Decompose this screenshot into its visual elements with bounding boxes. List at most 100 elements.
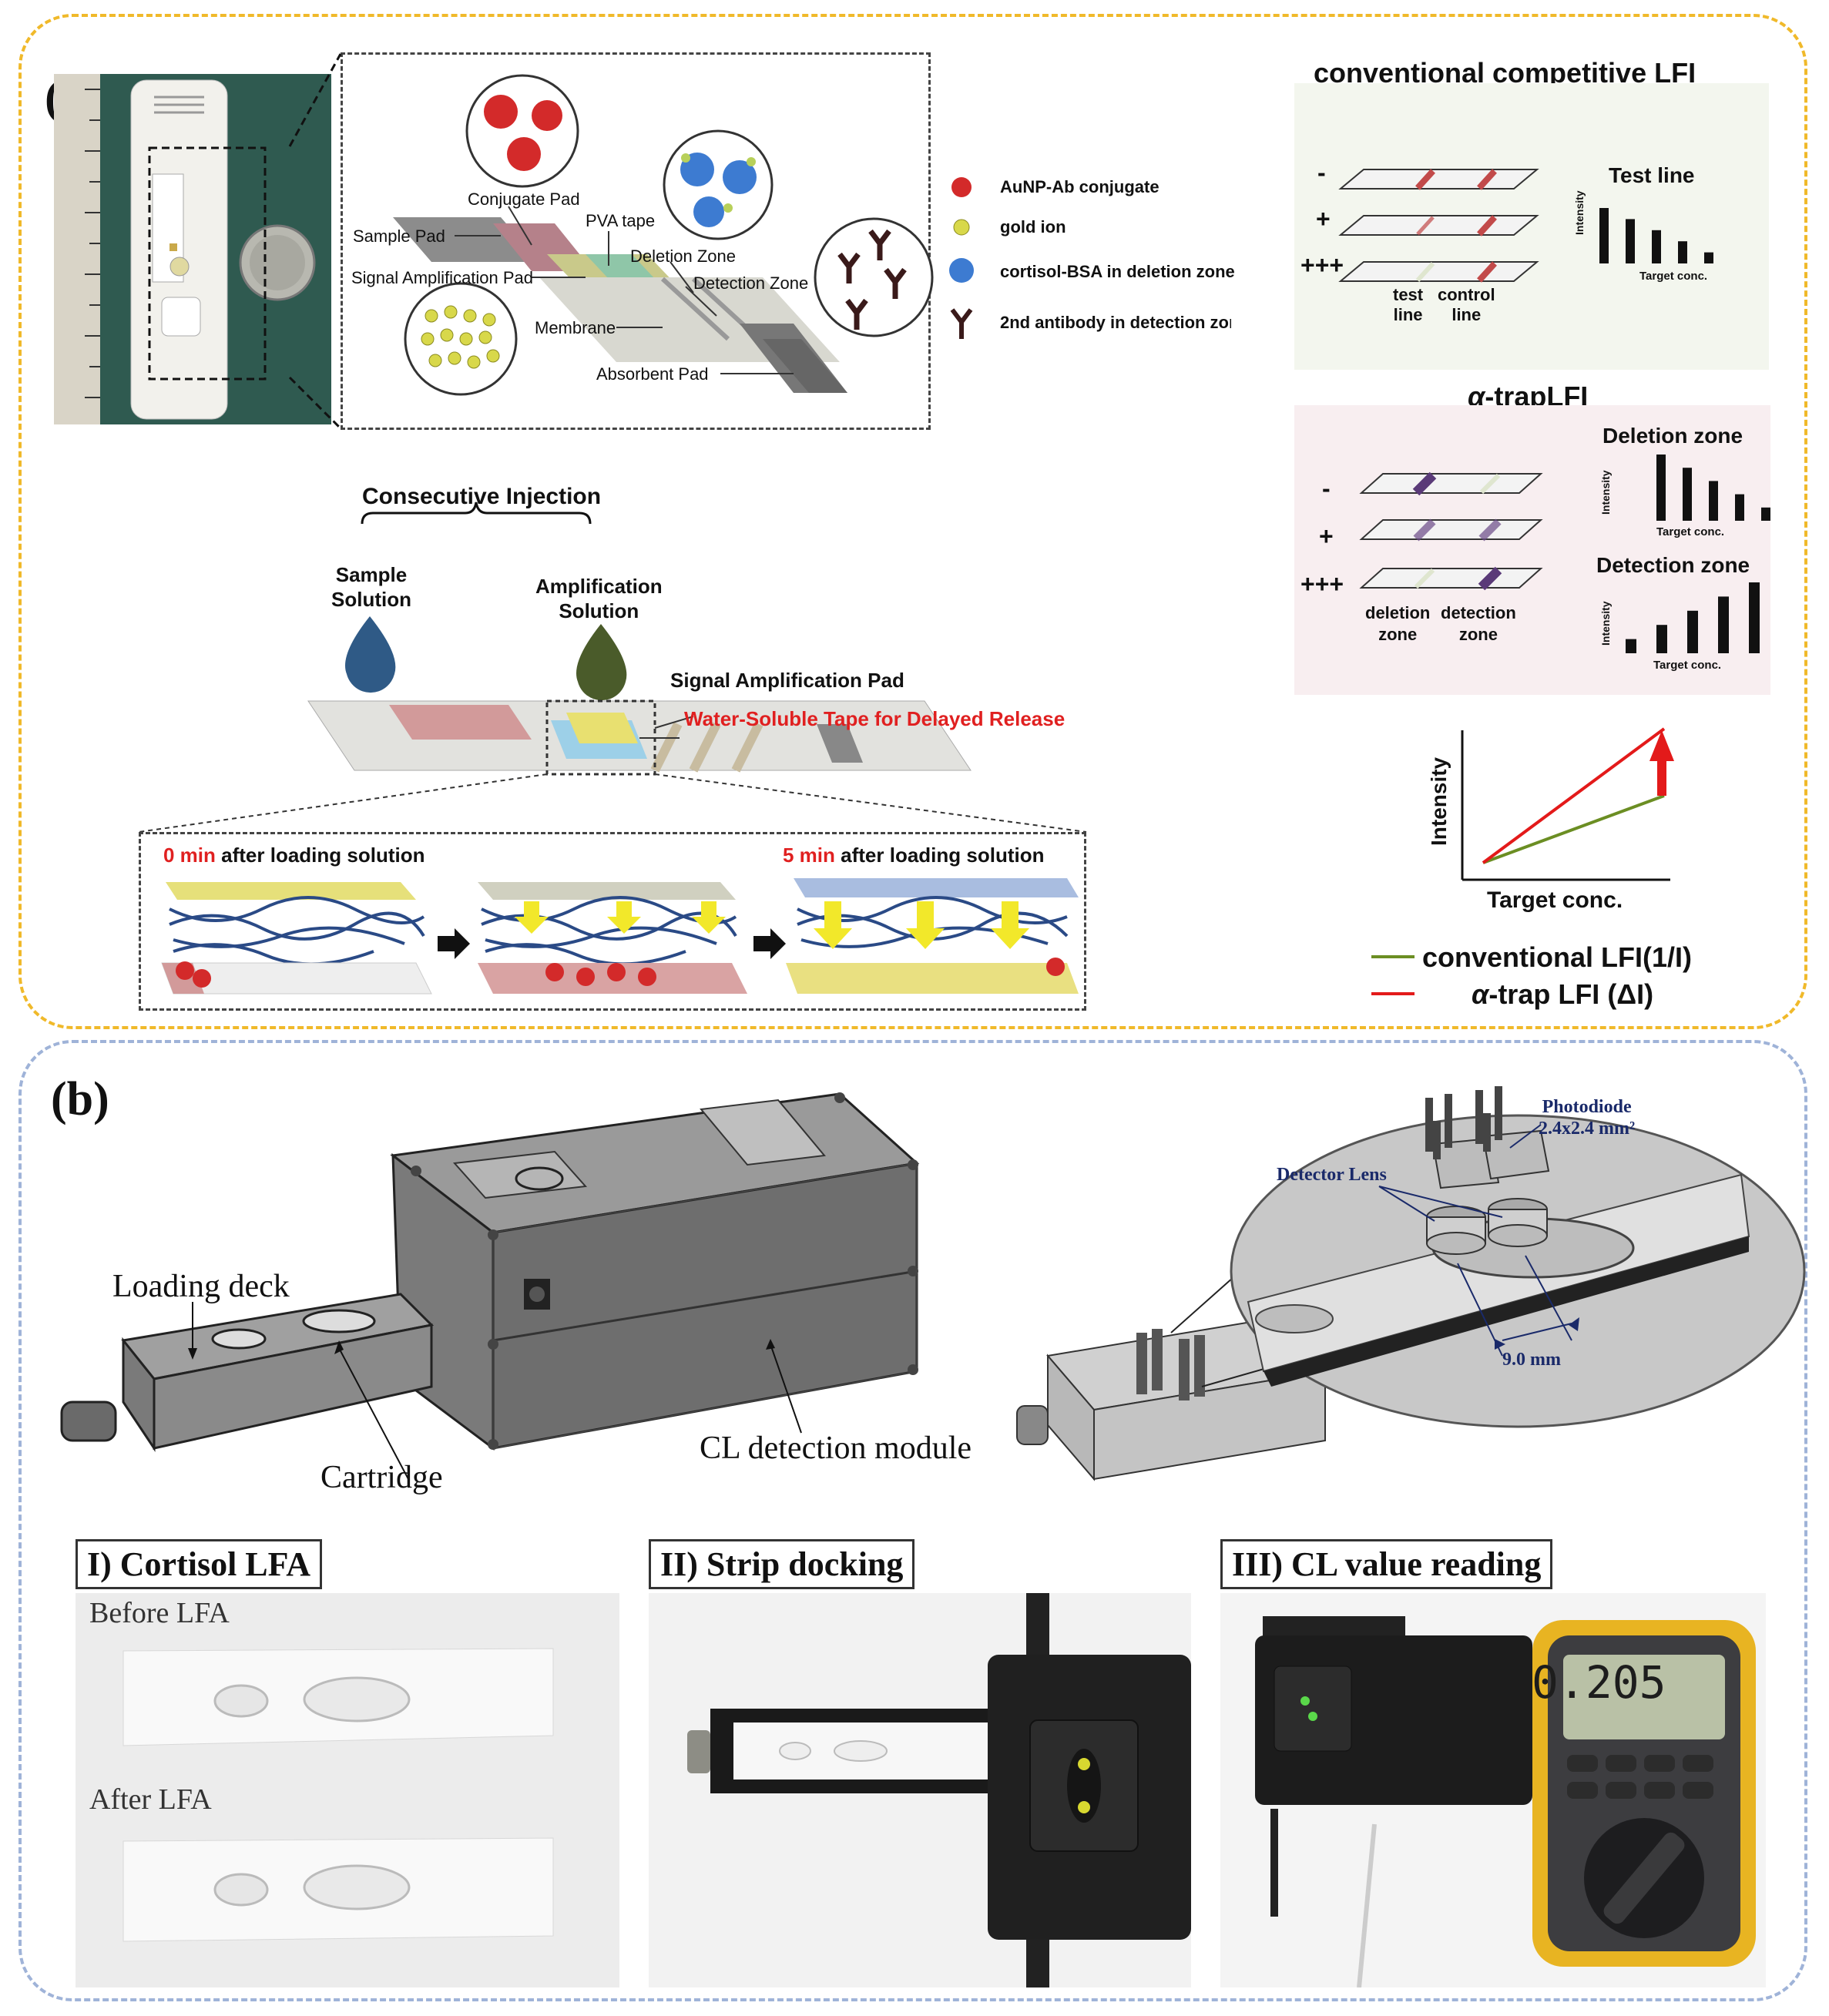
deletion-bar-2	[1709, 481, 1718, 521]
conv-control-line-label: control line	[1438, 285, 1495, 324]
detection-bar-3	[1718, 596, 1729, 653]
t0-time: 0 min	[163, 844, 216, 867]
antibody-zoom-circle	[814, 217, 934, 337]
conv-chart-xlabel: Target conc.	[1639, 270, 1708, 283]
membrane-label: Membrane	[535, 318, 616, 337]
after-lfa-label: After LFA	[89, 1783, 212, 1816]
panel-a-frame	[18, 14, 1807, 1029]
conv-bar-0	[1599, 208, 1609, 263]
cl-module-label: CL detection module	[700, 1431, 972, 1466]
cmp-series-line-1	[1482, 727, 1666, 864]
injection-brace	[361, 501, 592, 525]
cortisol-bsa-icon	[949, 258, 974, 283]
cl-reading-photo	[1220, 1593, 1766, 1987]
alpha-row-0: -	[1322, 475, 1331, 502]
deletion-bar-0	[1656, 455, 1666, 521]
alpha-detection-zone-label: detection zone	[1441, 603, 1516, 644]
gold-ion-zoom-circle	[404, 282, 518, 396]
legend-label-1: gold ion	[1000, 217, 1066, 236]
alpha-deletion-zone-label: deletion zone	[1365, 603, 1431, 644]
detection-bar-0	[1626, 639, 1636, 653]
step-1-title: I) Cortisol LFA	[76, 1539, 323, 1589]
cortisol-lfa-photo	[76, 1593, 619, 1987]
cmp-xlabel: Target conc.	[1487, 887, 1623, 913]
photodiode-label: Photodiode 2.4x2.4 mm²	[1539, 1097, 1636, 1139]
absorbent-pad-shape-2	[763, 339, 847, 393]
legend-red-label: α-trap LFI (ΔI)	[1472, 978, 1653, 1011]
step-3-title: III) CL value reading	[1220, 1539, 1553, 1589]
deletion-bar-3	[1735, 494, 1744, 521]
amplification-solution-label: Amplification Solution	[535, 575, 663, 622]
amplification-drop-icon	[576, 624, 627, 701]
t5-caption: 5 min after loading solution	[783, 844, 1044, 867]
meter-reading: 0.205	[1532, 1656, 1666, 1709]
loading-deck-label: Loading deck	[112, 1269, 290, 1304]
t5-rest: after loading solution	[834, 844, 1045, 867]
absorbent-pad-label: Absorbent Pad	[596, 364, 709, 384]
t5-time: 5 min	[783, 844, 835, 867]
release-timecourse-box	[139, 832, 1086, 1011]
injection-conjugate-pad	[389, 705, 532, 740]
antibody-icon	[950, 308, 973, 339]
conv-chart-title: Test line	[1609, 163, 1695, 187]
before-lfa-label: Before LFA	[89, 1597, 230, 1629]
strip-schematic-box	[341, 52, 931, 430]
lfa-cassette-photo	[54, 74, 331, 424]
conv-bar-4	[1704, 252, 1713, 263]
cmp-series-line-0	[1482, 794, 1665, 864]
detection-chart-xlabel: Target conc.	[1653, 659, 1722, 672]
detector-lens-label: Detector Lens	[1277, 1165, 1387, 1185]
legend-label-0: AuNP-Ab conjugate	[1000, 177, 1159, 196]
consecutive-injection-title: Consecutive Injection	[362, 484, 602, 509]
detection-bar-1	[1656, 625, 1667, 653]
strip-docking-photo	[649, 1593, 1191, 1987]
water-soluble-tape-callout: Water-Soluble Tape for Delayed Release	[684, 707, 1066, 730]
conv-test-line-label: test line	[1393, 285, 1424, 324]
conv-bar-3	[1678, 241, 1687, 263]
alpha-trap-greek: α	[1468, 381, 1485, 412]
sample-solution-label: Sample Solution	[331, 563, 411, 611]
panel-b-label: (b)	[51, 1073, 109, 1125]
photodiode-shapes	[1425, 1086, 1550, 1189]
detection-bar-2	[1687, 610, 1698, 653]
panel-b-frame	[18, 1040, 1807, 2001]
pva-tape-shape	[586, 254, 655, 279]
conv-row-1: +	[1316, 205, 1331, 233]
arrow-2-icon	[753, 928, 786, 959]
conv-bar-1	[1626, 219, 1635, 263]
legend-label-2: cortisol-BSA in deletion zone	[1000, 262, 1235, 281]
aunp-ab-conjugate-icon	[951, 177, 972, 197]
detection-zone-label: Detection Zone	[693, 273, 809, 293]
injection-signal-pad	[566, 713, 638, 743]
conjugate-pad-label: Conjugate Pad	[468, 190, 580, 209]
arrow-1-icon	[438, 928, 470, 959]
detection-bar-4	[1749, 582, 1760, 653]
legend-red-rest: -trap LFI (ΔI)	[1488, 978, 1654, 1010]
deletion-line	[660, 277, 730, 341]
legend-label-3: 2nd antibody in detection zor	[1000, 313, 1231, 332]
legend-green-label: conventional LFI(1/I)	[1422, 941, 1693, 973]
sample-pad-label: Sample Pad	[353, 226, 445, 246]
cmp-up-arrow-icon	[1649, 730, 1674, 796]
deletion-bar-4	[1761, 507, 1770, 521]
legend-red-greek: α	[1472, 978, 1489, 1010]
deletion-bar-1	[1683, 468, 1692, 521]
sample-drop-icon	[345, 616, 396, 693]
t0-caption: 0 min after loading solution	[163, 844, 425, 867]
signal-amp-pad-callout: Signal Amplification Pad	[670, 669, 904, 692]
signal-amp-pad-label: Signal Amplification Pad	[351, 268, 534, 287]
detection-chart-title: Detection zone	[1596, 553, 1750, 577]
gold-ion-icon	[953, 219, 970, 236]
distance-label: 9.0 mm	[1502, 1350, 1561, 1370]
t0-rest: after loading solution	[215, 844, 425, 867]
